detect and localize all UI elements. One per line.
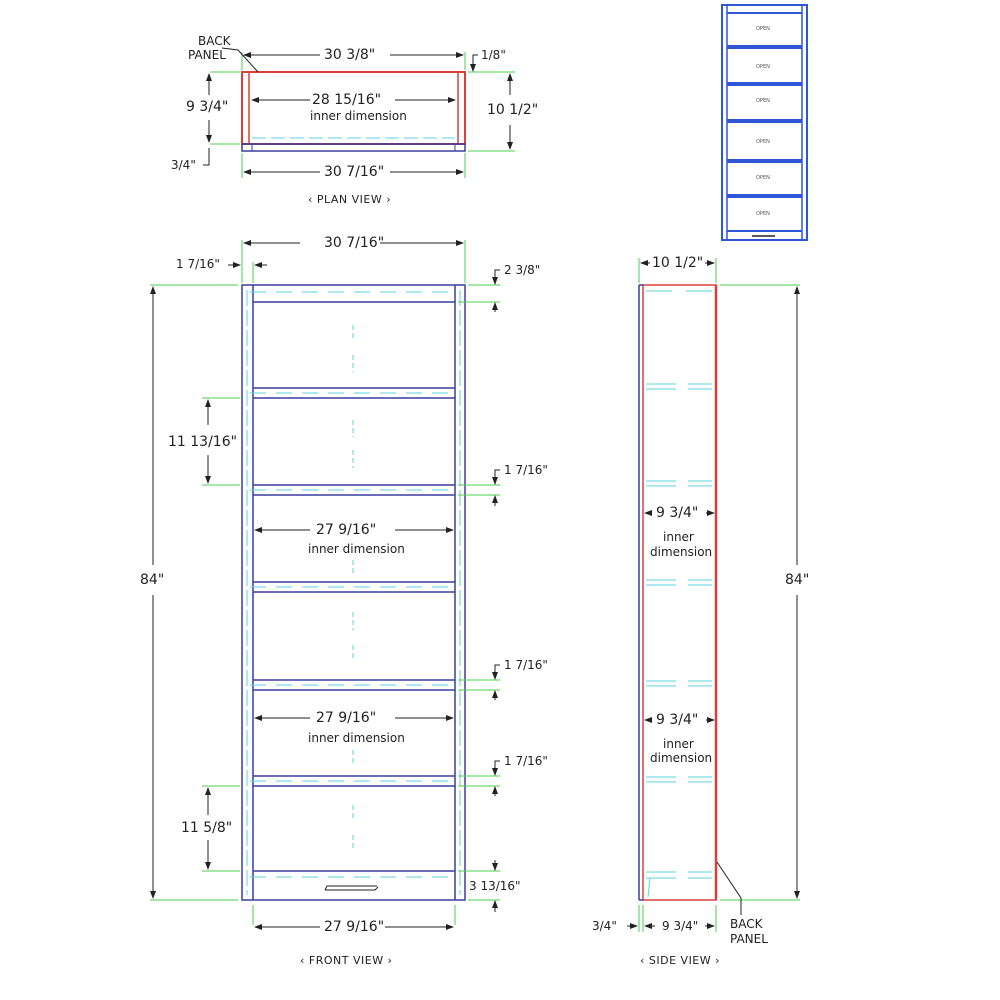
plan-face-frame bbox=[241, 143, 466, 152]
front-overall-width-dim: 30 7/16" bbox=[324, 235, 385, 251]
thumbnail-compartment-label: OPEN bbox=[756, 98, 770, 104]
front-inner-note-2: inner dimension bbox=[308, 731, 405, 745]
plan-inner-note: inner dimension bbox=[310, 109, 407, 123]
side-inner-note-1a: inner bbox=[663, 530, 694, 544]
front-bottom-inner-width-dim: 27 9/16" bbox=[324, 919, 385, 935]
plan-back-panel bbox=[241, 71, 466, 145]
thumbnail-compartment-label: OPEN bbox=[756, 139, 770, 145]
front-view-title: ‹ FRONT VIEW › bbox=[300, 954, 393, 967]
front-opening-height-top-dim: 11 13/16" bbox=[168, 434, 238, 450]
side-overall-height-dim: 84" bbox=[785, 572, 810, 588]
side-inner-note-2a: inner bbox=[663, 737, 694, 751]
front-shelf-rail-2-dim: 1 7/16" bbox=[504, 658, 548, 672]
front-overall-height-dim: 84" bbox=[140, 572, 165, 588]
thumbnail-compartment-label: OPEN bbox=[756, 64, 770, 70]
side-inner-depth-2-dim: 9 3/4" bbox=[656, 712, 699, 728]
side-view-title: ‹ SIDE VIEW › bbox=[640, 954, 721, 967]
plan-view bbox=[203, 47, 515, 178]
thumbnail-compartment-label: OPEN bbox=[756, 211, 770, 217]
front-shelf-rail-1-dim: 1 7/16" bbox=[504, 463, 548, 477]
side-bottom-inner-depth-dim: 9 3/4" bbox=[662, 919, 699, 933]
plan-overall-depth-dim: 10 1/2" bbox=[487, 102, 539, 118]
front-shelf-rail-3-dim: 1 7/16" bbox=[504, 754, 548, 768]
front-inner-width-1-dim: 27 9/16" bbox=[316, 522, 377, 538]
thumbnail-compartment-label: OPEN bbox=[756, 26, 770, 32]
plan-overall-width-dim: 30 7/16" bbox=[324, 164, 385, 180]
side-inner-depth-1-dim: 9 3/4" bbox=[656, 505, 699, 521]
side-view bbox=[627, 258, 800, 932]
side-back-panel-label-2: PANEL bbox=[730, 932, 768, 946]
side-inner-note-2b: dimension bbox=[650, 751, 713, 765]
front-bottom-rail-dim: 3 13/16" bbox=[469, 879, 521, 893]
plan-view-title: ‹ PLAN VIEW › bbox=[308, 193, 392, 206]
plan-back-thickness-dim: 1/8" bbox=[481, 48, 506, 62]
thumbnail-compartment-label: OPEN bbox=[756, 175, 770, 181]
side-overall-depth-dim: 10 1/2" bbox=[652, 255, 704, 271]
side-face-thickness-dim: 3/4" bbox=[592, 919, 617, 933]
plan-inner-width-dim: 28 15/16" bbox=[312, 92, 382, 108]
plan-back-panel-label: BACK bbox=[198, 34, 231, 48]
plan-back-panel-label-2: PANEL bbox=[188, 48, 226, 62]
plan-inner-depth-dim: 9 3/4" bbox=[186, 99, 229, 115]
side-back-panel-label: BACK bbox=[730, 917, 763, 931]
front-stile-width-dim: 1 7/16" bbox=[176, 257, 220, 271]
plan-back-width-dim: 30 3/8" bbox=[324, 47, 376, 63]
front-inner-width-2-dim: 27 9/16" bbox=[316, 710, 377, 726]
front-opening-height-bottom-dim: 11 5/8" bbox=[181, 820, 233, 836]
thumbnail-view bbox=[721, 4, 808, 241]
front-view bbox=[150, 240, 500, 930]
front-top-rail-dim: 2 3/8" bbox=[504, 263, 541, 277]
front-inner-note-1: inner dimension bbox=[308, 542, 405, 556]
side-inner-note-1b: dimension bbox=[650, 545, 713, 559]
plan-face-thickness-dim: 3/4" bbox=[171, 158, 196, 172]
